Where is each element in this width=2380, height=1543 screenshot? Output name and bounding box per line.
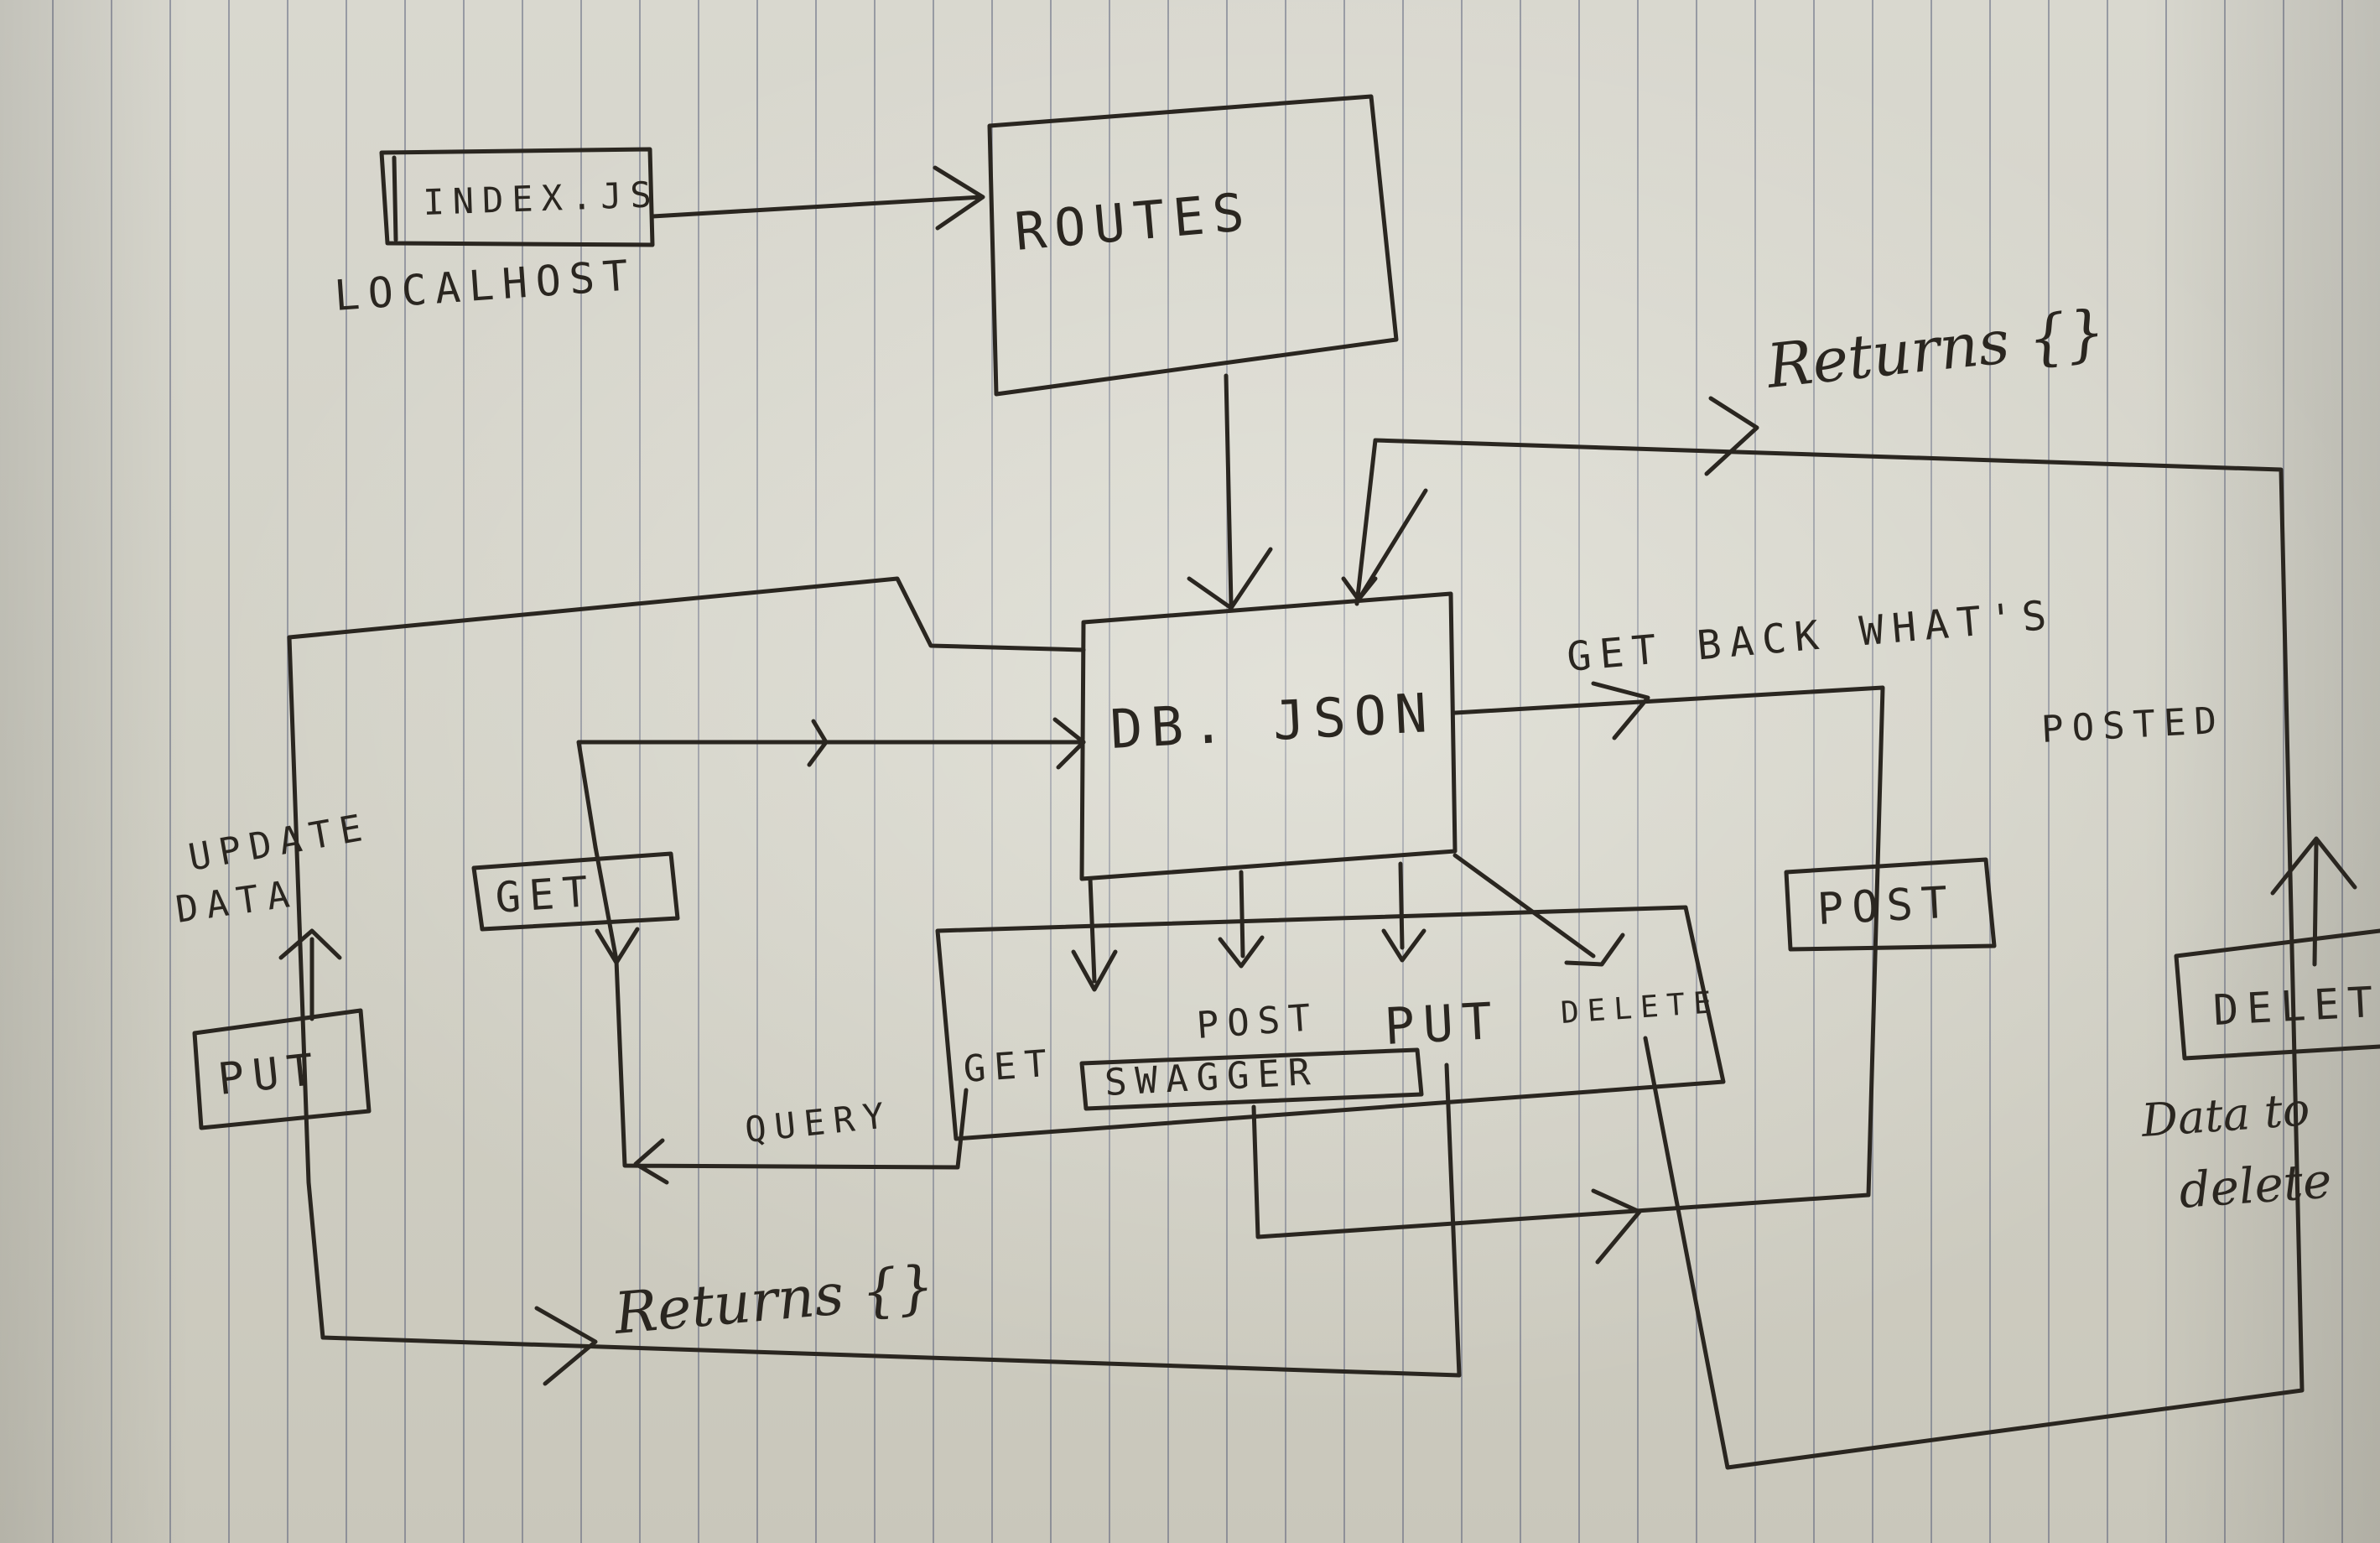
post-box <box>1784 857 1997 952</box>
arrow-db-to-get <box>576 719 1086 849</box>
get-box-label: GET <box>494 867 598 922</box>
returns-bottom-label: Returns {} <box>611 1254 937 1348</box>
db-json-box <box>1079 591 1458 881</box>
update-data-label-line1: UPDATE <box>185 806 373 880</box>
put-box-label: PUT <box>216 1044 325 1105</box>
get-box <box>471 851 680 932</box>
index-js-label: INDEX.JS <box>423 174 661 223</box>
post-box-label: POST <box>1816 877 1957 935</box>
arrow-update-data <box>278 928 342 1021</box>
put-box <box>192 1008 372 1130</box>
arrow-index-to-routes <box>650 165 985 231</box>
query-label: QUERY <box>743 1094 895 1151</box>
data-to-delete-line1: Data to <box>2139 1083 2312 1147</box>
swagger-label: SWAGGER <box>1104 1051 1320 1104</box>
data-to-delete-line2: delete <box>2177 1151 2333 1219</box>
arrow-get-down <box>593 844 640 965</box>
folder-outline-loop <box>287 576 1086 652</box>
query-loop <box>614 958 969 1185</box>
swagger-get-label: GET <box>962 1042 1057 1091</box>
localhost-label: LOCALHOST <box>333 251 638 320</box>
db-json-label: DB. JSON <box>1109 683 1437 761</box>
arrow-delete-up <box>2270 836 2357 967</box>
swagger-label-box <box>1079 1047 1424 1111</box>
get-back-label-line1: GET BACK WHAT'S <box>1565 591 2056 681</box>
arrow-db-to-get-head <box>1052 717 1086 770</box>
arrow-returns-top <box>1704 396 1759 476</box>
swagger-methods-box <box>935 905 1726 1141</box>
arrow-db-to-delete <box>1452 853 1625 967</box>
arrow-returns-bottom <box>534 1306 598 1386</box>
arrow-routes-to-db <box>1187 373 1273 610</box>
returns-top-label: Returns {} <box>1762 296 2108 402</box>
arrow-post-return <box>1591 1188 1642 1265</box>
swagger-delete-label: DELETE <box>1560 985 1721 1031</box>
swagger-post-label: POST <box>1195 996 1320 1047</box>
delete-box <box>2174 928 2380 1061</box>
arrow-db-to-post-route <box>1251 681 1885 1239</box>
routes-box <box>987 94 1399 397</box>
swagger-put-label: PUT <box>1383 992 1502 1057</box>
get-back-label-line2: POSTED <box>2040 699 2226 751</box>
update-data-label-line2: DATA <box>173 872 300 932</box>
returns-loop-left <box>287 635 1462 1378</box>
routes-label: ROUTES <box>1012 180 1255 262</box>
arrow-db-to-swagger <box>1071 861 1426 992</box>
delete-return-loop <box>1341 438 2305 1470</box>
delete-box-label: DELETE <box>2212 975 2380 1035</box>
index-js-box <box>379 147 655 247</box>
